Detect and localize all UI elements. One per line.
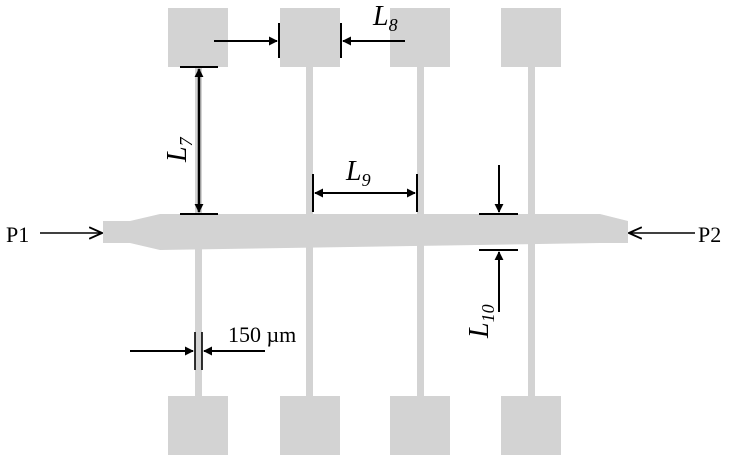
l7-label: L7: [162, 136, 196, 163]
main-transmission-line: [103, 214, 628, 250]
port-p1-label: P1: [6, 222, 29, 247]
bottom-pad-2: [280, 396, 340, 455]
bottom-pad-4: [501, 396, 561, 455]
top-pad-3: [390, 8, 450, 67]
l10-label: L10: [464, 304, 498, 339]
bottom-pad-3: [390, 396, 450, 455]
top-pad-4: [501, 8, 561, 67]
top-pad-2: [280, 8, 340, 67]
stub-width-label: 150 µm: [228, 322, 296, 347]
l8-label: L8: [372, 1, 398, 35]
top-pad-1: [168, 8, 228, 67]
l9-label: L9: [345, 156, 371, 190]
port-p2-label: P2: [698, 222, 721, 247]
bottom-pad-1: [168, 396, 228, 455]
